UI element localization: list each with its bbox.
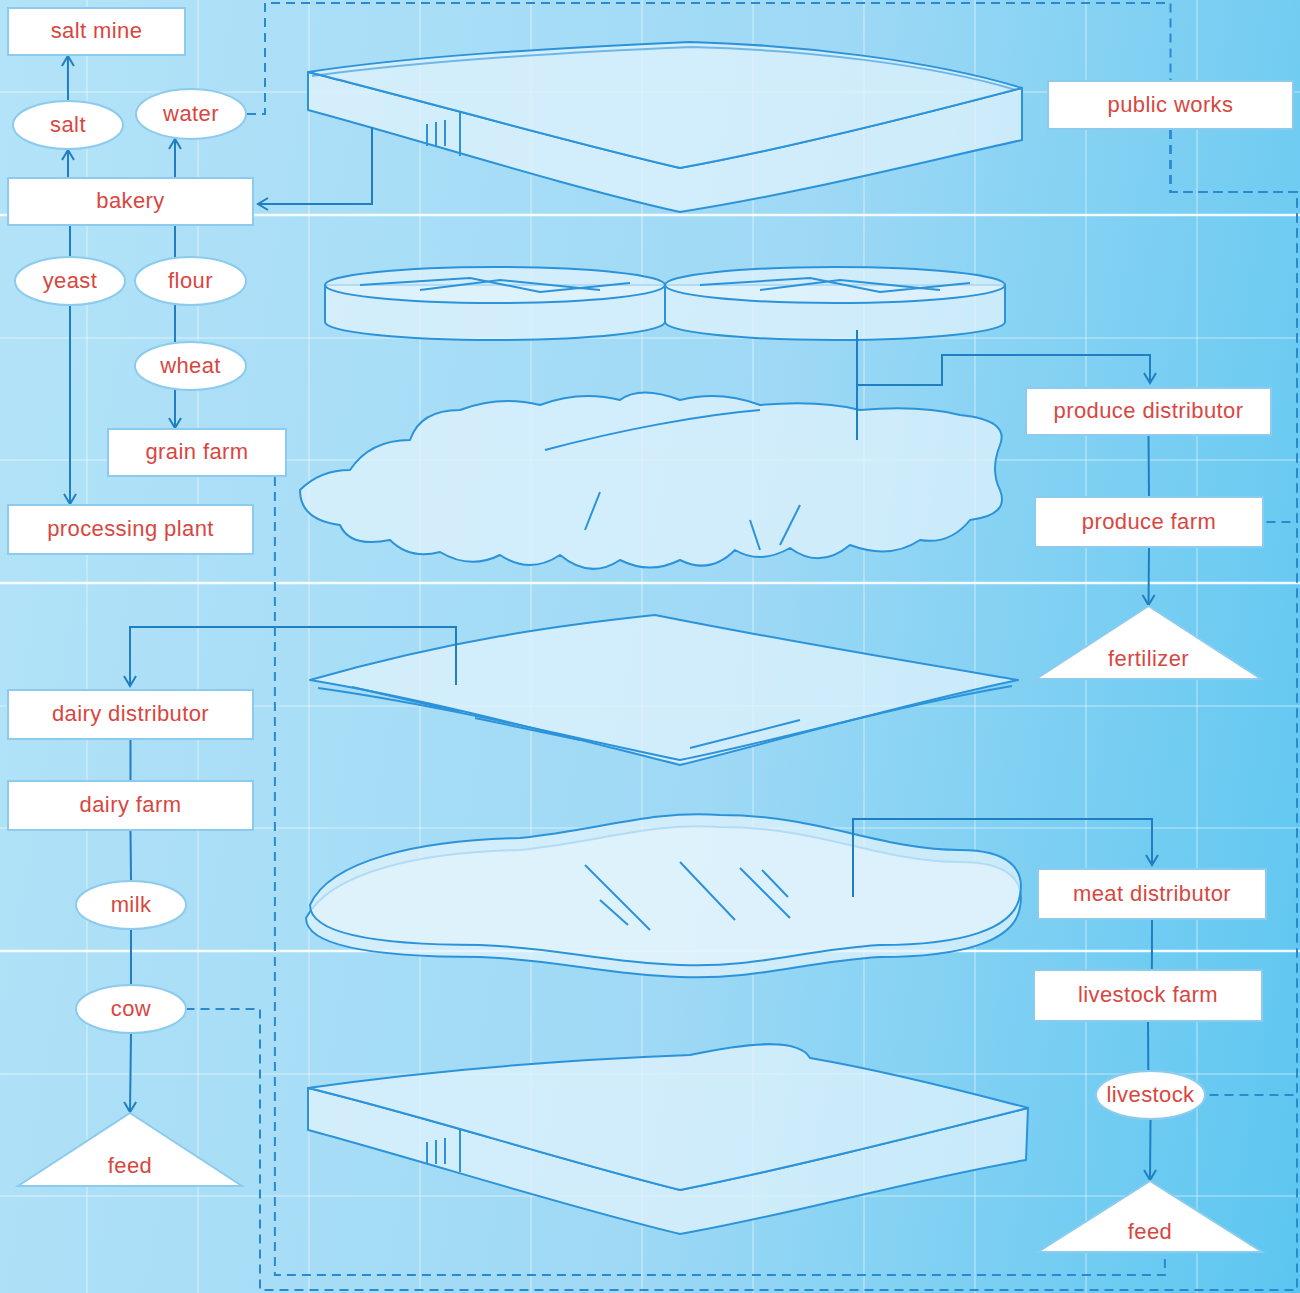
flow-connector (1149, 1120, 1152, 1180)
node-label: cow (111, 997, 151, 1021)
process-box: produce distributor (1025, 387, 1272, 436)
item-ellipse: salt (12, 100, 124, 150)
ellipse-shape (76, 985, 186, 1033)
bread-top (308, 42, 1022, 168)
ellipse-shape (136, 89, 246, 139)
process-box: dairy farm (7, 780, 254, 831)
leader-lines (130, 127, 1152, 897)
meat (310, 814, 1021, 965)
flow-connector (1148, 548, 1151, 605)
node-label: processing plant (47, 517, 214, 541)
ellipse-shape (135, 257, 246, 305)
node-label: salt (50, 113, 86, 137)
flow-connector (174, 139, 176, 177)
ellipse-shape (76, 881, 186, 929)
node-label: public works (1108, 93, 1234, 117)
process-box: processing plant (7, 504, 254, 555)
flow-connector (69, 306, 71, 504)
flow-connector (67, 56, 69, 100)
node-label: produce farm (1082, 510, 1216, 534)
triangle-shape (1038, 1181, 1262, 1252)
node-label: livestock farm (1078, 983, 1218, 1007)
process-box: salt mine (7, 7, 186, 56)
source-triangle: fertilizer (1035, 605, 1262, 680)
flow-connector (1147, 1022, 1149, 1070)
node-label: livestock (1107, 1083, 1195, 1107)
dashed-connector (1171, 130, 1298, 1095)
flow-connector (130, 930, 132, 984)
lettuce (300, 393, 1002, 569)
node-label: dairy distributor (52, 702, 209, 726)
tomato-seeds (360, 278, 630, 292)
triangle-shape (18, 1113, 242, 1186)
bread-mark (427, 112, 460, 156)
node-label: produce distributor (1054, 399, 1244, 423)
tomato-top (665, 267, 1005, 303)
item-ellipse: wheat (134, 341, 247, 391)
node-label: yeast (43, 269, 98, 293)
flow-connector (1151, 920, 1153, 969)
node-label: flour (168, 269, 213, 293)
node-label: wheat (160, 354, 221, 378)
flow-connector (130, 740, 132, 780)
dashed-connector (187, 130, 1297, 1290)
tomato-top (325, 267, 665, 303)
ellipse-shape (1096, 1071, 1205, 1119)
bread-top (308, 1044, 1028, 1190)
process-box: meat distributor (1037, 868, 1267, 920)
meat-hatch (585, 862, 790, 930)
node-label: grain farm (145, 440, 248, 464)
node-label: bakery (96, 189, 164, 213)
leader-line (258, 127, 372, 204)
flow-connector (130, 831, 133, 880)
flow-connector (130, 1034, 131, 1112)
ellipse-shape (135, 342, 246, 390)
bread-mark (427, 1128, 460, 1172)
node-label: fertilizer (1108, 647, 1189, 671)
node-label: water (163, 102, 219, 126)
source-triangle: feed (1037, 1180, 1263, 1253)
bread-crust (312, 47, 1016, 90)
process-box: bakery (7, 177, 254, 226)
dashed-connector (275, 477, 1165, 1275)
flow-connector (67, 150, 69, 177)
sandwich-illustration (300, 42, 1028, 1234)
dashed-connector (1171, 130, 1298, 522)
process-box: produce farm (1034, 496, 1264, 548)
process-box: dairy distributor (7, 689, 254, 740)
flow-connector (174, 305, 176, 342)
tomato-seeds (700, 278, 970, 292)
lettuce-vein (545, 410, 800, 550)
cheese (310, 615, 1018, 765)
triangle-shape (1036, 606, 1261, 679)
node-label: milk (111, 893, 152, 917)
item-ellipse: flour (134, 256, 247, 306)
item-ellipse: livestock (1095, 1070, 1206, 1120)
flow-connector (1148, 436, 1151, 496)
node-label: feed (1128, 1220, 1172, 1244)
node-label: meat distributor (1073, 882, 1231, 906)
flow-connector (69, 226, 71, 256)
process-box: livestock farm (1033, 969, 1263, 1022)
node-label: salt mine (51, 19, 143, 43)
flow-connector (174, 390, 176, 428)
ellipse-shape (15, 257, 125, 305)
cheese-edge (318, 686, 1012, 760)
item-ellipse: yeast (14, 256, 126, 306)
node-label: dairy farm (80, 793, 182, 817)
ellipse-shape (13, 101, 123, 149)
process-box: grain farm (107, 428, 287, 477)
cheese-lines (352, 687, 800, 748)
leader-line (130, 627, 456, 686)
node-label: feed (108, 1154, 152, 1178)
source-triangle: feed (17, 1112, 243, 1187)
item-ellipse: cow (75, 984, 187, 1034)
process-box: public works (1047, 80, 1294, 130)
dashed-connector (247, 3, 1171, 114)
item-ellipse: milk (75, 880, 187, 930)
item-ellipse: water (135, 88, 247, 140)
flow-connector (174, 226, 176, 257)
